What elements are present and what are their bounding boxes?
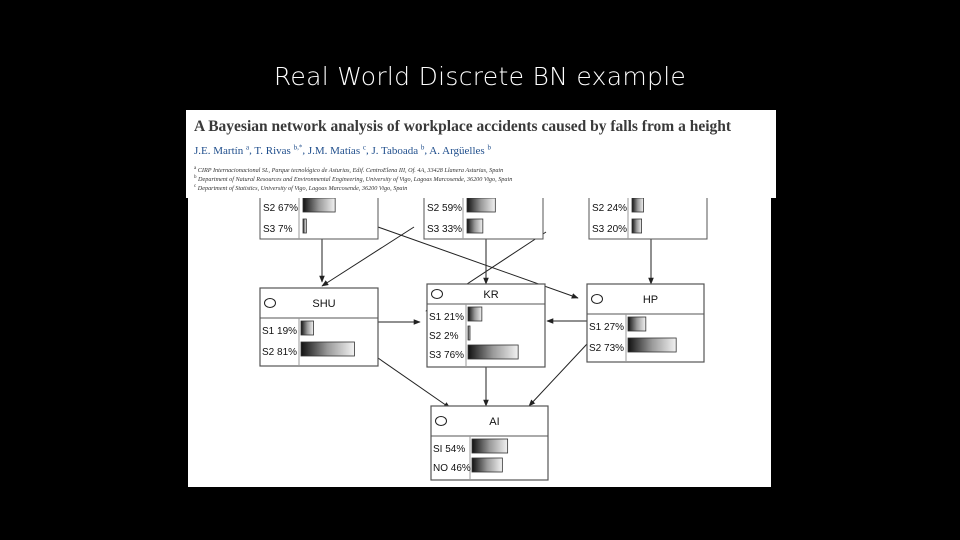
bayesian-network-diagram: S2 67% S3 7% S2 59% S3 33% S2 24% S3 20% SHU S1… [259, 198, 708, 481]
node-kr-probability-bar [467, 344, 519, 360]
node-status-circle-icon [435, 416, 447, 426]
node-top-left: S2 67% S3 7% [259, 198, 379, 240]
node-top-center-probability-bar [466, 198, 496, 213]
node-top-right: S2 24% S3 20% [588, 198, 708, 240]
node-status-circle-icon [591, 294, 603, 304]
node-hp-probability-bar [627, 316, 647, 332]
node-ai-name: AI [489, 416, 499, 428]
node-top-right-state-label: S3 20% [592, 224, 627, 235]
network-nodes: S2 67% S3 7% S2 59% S3 33% S2 24% S3 20% SHU S1… [259, 198, 708, 481]
node-top-center-state-label: S3 33% [427, 224, 462, 235]
node-hp-state-label: S1 27% [589, 322, 624, 333]
author: J. Taboada b [371, 143, 425, 157]
node-top-center-state-label: S2 59% [427, 203, 462, 214]
node-ai-state-label: NO 46% [433, 463, 471, 474]
author: A. Argüelles b [429, 143, 491, 157]
slide-title: Real World Discrete BN example [273, 62, 687, 91]
node-ai-state-label: SI 54% [433, 444, 465, 455]
node-top-left-probability-bar [302, 218, 307, 234]
node-shu-probability-bar [300, 320, 314, 336]
node-hp: HP S1 27% S2 73% [586, 283, 705, 363]
node-top-center: S2 59% S3 33% [423, 198, 544, 240]
node-shu-box [259, 287, 379, 367]
node-ai: AI SI 54% NO 46% [430, 405, 549, 481]
node-hp-name: HP [643, 294, 658, 306]
node-top-right-probability-bar [631, 218, 643, 234]
affiliation: a CIRP Internacionacional SL, Parque tec… [194, 166, 504, 175]
node-top-left-state-label: S3 7% [263, 224, 293, 235]
node-kr: KR S1 21% S2 2% S3 76% [426, 283, 546, 368]
node-top-right-state-label: S2 24% [592, 203, 627, 214]
dependency-arrow [321, 226, 415, 287]
node-kr-state-label: S1 21% [429, 312, 464, 323]
node-ai-probability-bar [471, 457, 503, 473]
node-shu-state-label: S2 81% [262, 347, 297, 358]
node-top-center-probability-bar [466, 218, 484, 234]
node-kr-name: KR [483, 289, 498, 301]
node-shu-probability-bar [300, 341, 355, 357]
affiliation: c Department of Statistics, University o… [194, 184, 408, 193]
node-top-left-probability-bar [302, 198, 336, 213]
paper-authors: J.E. Martín a, T. Rivas b,*, J.M. Matías… [194, 143, 491, 157]
node-kr-state-label: S3 76% [429, 350, 464, 361]
paper-title: A Bayesian network analysis of workplace… [194, 118, 732, 135]
node-status-circle-icon [264, 298, 276, 308]
author: J.E. Martín a [194, 143, 250, 157]
node-ai-probability-bar [471, 438, 509, 454]
node-shu-state-label: S1 19% [262, 326, 297, 337]
bayesian-network-figure: S2 67% S3 7% S2 59% S3 33% S2 24% S3 20% SHU S1… [188, 198, 771, 487]
dependency-arrow [528, 343, 588, 407]
author: T. Rivas b,* [254, 143, 303, 157]
node-kr-probability-bar [467, 325, 471, 341]
node-kr-state-label: S2 2% [429, 331, 459, 342]
author: J.M. Matías c [307, 143, 366, 157]
dependency-arrow [377, 357, 451, 409]
node-status-circle-icon [431, 289, 443, 299]
paper-header: A Bayesian network analysis of workplace… [186, 110, 776, 198]
node-kr-probability-bar [467, 306, 483, 322]
affiliation: b Department of Natural Resources and En… [194, 175, 513, 184]
node-top-left-state-label: S2 67% [263, 203, 298, 214]
node-hp-probability-bar [627, 337, 677, 353]
node-top-right-probability-bar [631, 198, 644, 213]
node-shu: SHU S1 19% S2 81% [259, 287, 379, 367]
node-shu-name: SHU [312, 298, 335, 310]
node-hp-state-label: S2 73% [589, 343, 624, 354]
